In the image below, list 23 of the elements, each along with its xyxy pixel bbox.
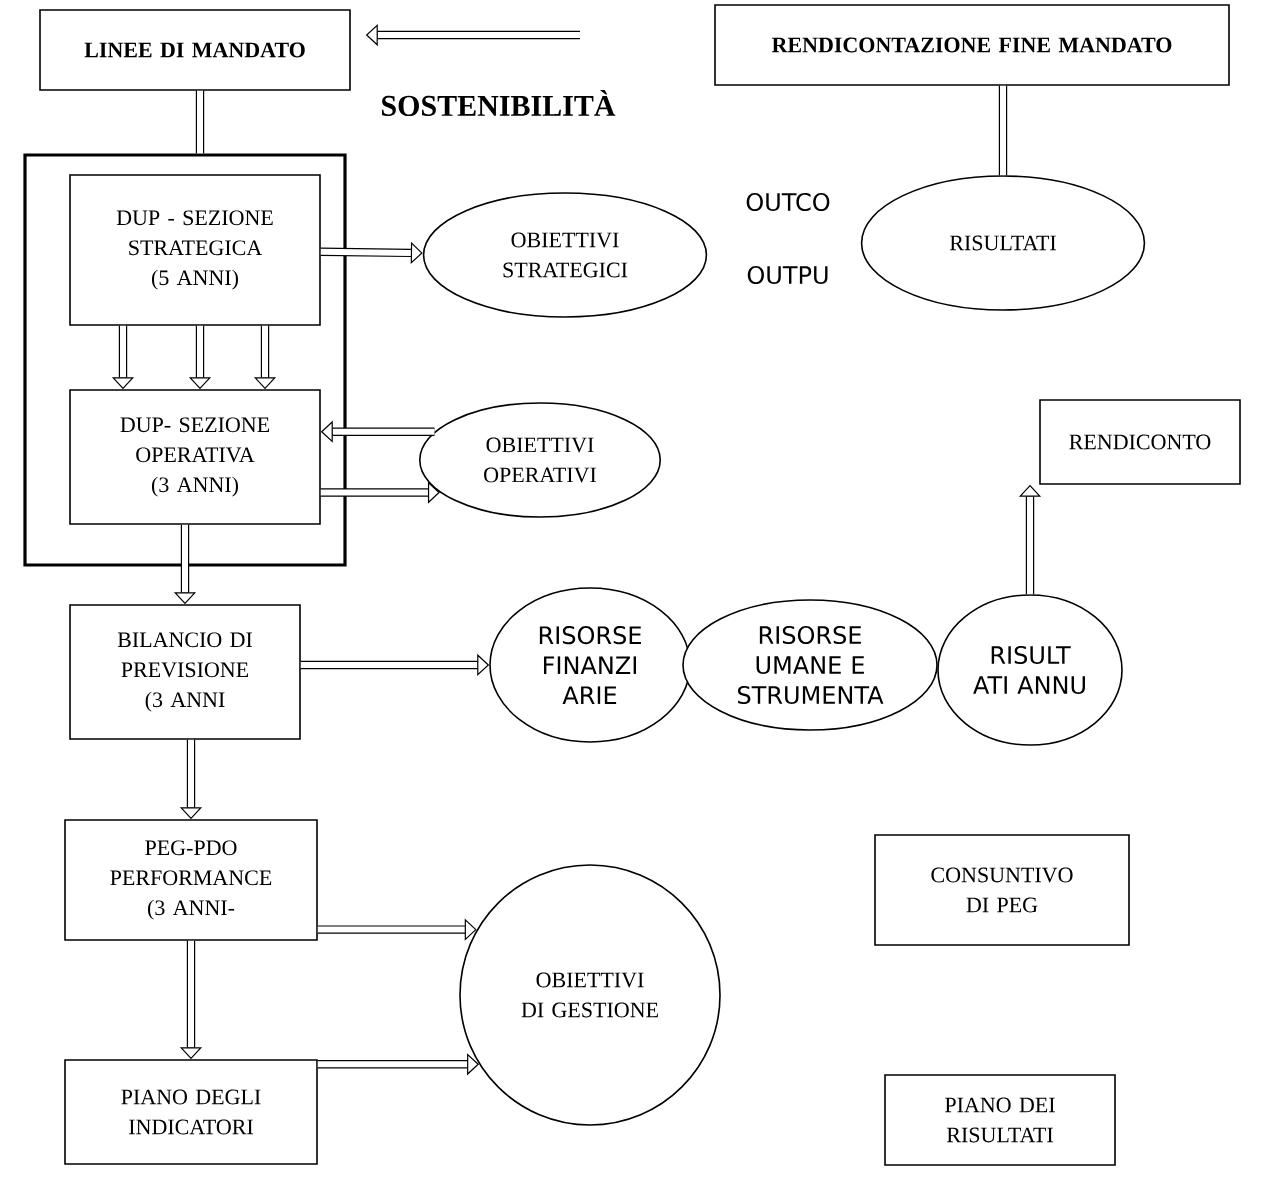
- double-line: [195, 90, 205, 154]
- process-box: PEG-PDO PERFORMANCE (3 ANNI-: [64, 819, 318, 941]
- process-box: BILANCIO DI PREVISIONE (3 ANNI: [69, 604, 301, 740]
- process-box: PIANO DEGLI INDICATORI: [64, 1059, 318, 1165]
- oval: OBIETTIVI STRATEGICI: [422, 192, 708, 318]
- text-label: OUTPU: [747, 265, 828, 285]
- process-box: LINEE DI MANDATO: [39, 9, 351, 91]
- process-box: RENDICONTO: [1039, 399, 1241, 485]
- frame-box: [23, 153, 347, 567]
- heading-label: SOSTENIBILITÀ: [382, 90, 616, 116]
- oval: RISORSE UMANE E STRUMENTA: [682, 599, 938, 731]
- text-label: OUTCO: [746, 192, 830, 212]
- process-box: DUP - SEZIONE STRATEGICA (5 ANNI): [69, 174, 321, 326]
- oval: RISULT ATI ANNU: [937, 594, 1123, 746]
- double-line: [998, 85, 1008, 176]
- process-box: PIANO DEI RISULTATI: [884, 1074, 1116, 1166]
- oval: RISORSE FINANZI ARIE: [489, 587, 691, 743]
- process-box: RENDICONTAZIONE FINE MANDATO: [714, 4, 1230, 86]
- oval: RISULTATI: [860, 175, 1146, 311]
- process-box: DUP- SEZIONE OPERATIVA (3 ANNI): [69, 389, 321, 525]
- circle-node: OBIETTIVI DI GESTIONE: [459, 864, 721, 1126]
- oval: OBIETTIVI OPERATIVI: [419, 402, 661, 518]
- process-box: CONSUNTIVO DI PEG: [874, 834, 1130, 946]
